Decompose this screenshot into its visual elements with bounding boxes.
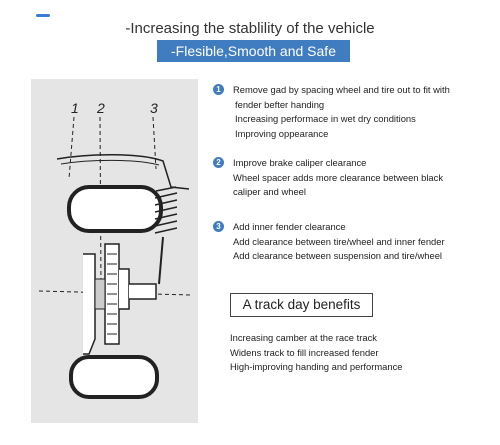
disc-vents <box>107 253 117 335</box>
feature-point-1: 1 Remove gad by spacing wheel and tire o… <box>213 83 488 141</box>
header-accent-mark <box>36 14 50 17</box>
point-2-line: Wheel spacer adds more clearance between… <box>233 171 444 183</box>
point-3-line: Add clearance between suspension and tir… <box>233 250 442 261</box>
benefit-item: Widens track to fill increased fender <box>230 346 379 358</box>
track-day-heading: A track day benefits <box>230 293 373 317</box>
point-1-line: Remove gad by spacing wheel and tire out… <box>233 84 450 95</box>
subtitle-banner: -Flesible,Smooth and Safe <box>157 40 350 62</box>
point-3-line: Add inner fender clearance <box>233 221 346 232</box>
wheel-spacer <box>94 278 106 310</box>
leader-line-3 <box>152 116 157 170</box>
benefit-item: Increasing camber at the race track <box>230 332 377 343</box>
label-2: 2 <box>96 100 105 116</box>
hub <box>119 268 130 310</box>
number-badge-2: 2 <box>213 157 224 168</box>
point-1-line: fender befter handing <box>235 98 325 110</box>
number-badge-1: 1 <box>213 84 224 95</box>
point-2-line: Improve brake caliper clearance <box>233 157 367 168</box>
label-3: 3 <box>150 100 158 116</box>
lower-tire <box>69 355 159 399</box>
leader-line-1 <box>68 116 75 180</box>
point-1-line: Increasing performace in wet dry conditi… <box>235 113 416 124</box>
suspension-illustration: 1 2 3 <box>31 79 198 423</box>
feature-point-3: 3 Add inner fender clearance Add clearan… <box>213 220 488 264</box>
wheel-rim-section <box>83 253 96 355</box>
axle-centerline <box>38 290 192 296</box>
strut-rod <box>158 236 164 285</box>
feature-point-2: 2 Improve brake caliper clearance Wheel … <box>213 156 488 200</box>
label-1: 1 <box>71 100 79 116</box>
number-badge-3: 3 <box>213 221 224 232</box>
fender-inner <box>60 159 160 166</box>
fender-outline <box>56 153 190 190</box>
point-3-line: Add clearance between tire/wheel and inn… <box>233 235 445 247</box>
control-arm <box>129 283 157 300</box>
page-title: -Increasing the stablility of the vehicl… <box>125 20 375 37</box>
benefit-item: High-improving handing and performance <box>230 361 403 372</box>
point-1-line: Improving oppearance <box>235 127 329 139</box>
upper-tire <box>67 185 163 233</box>
track-day-benefits-list: Increasing camber at the race track Wide… <box>230 331 403 375</box>
point-2-line: caliper and wheel <box>233 186 306 197</box>
coil-spring <box>154 186 178 234</box>
